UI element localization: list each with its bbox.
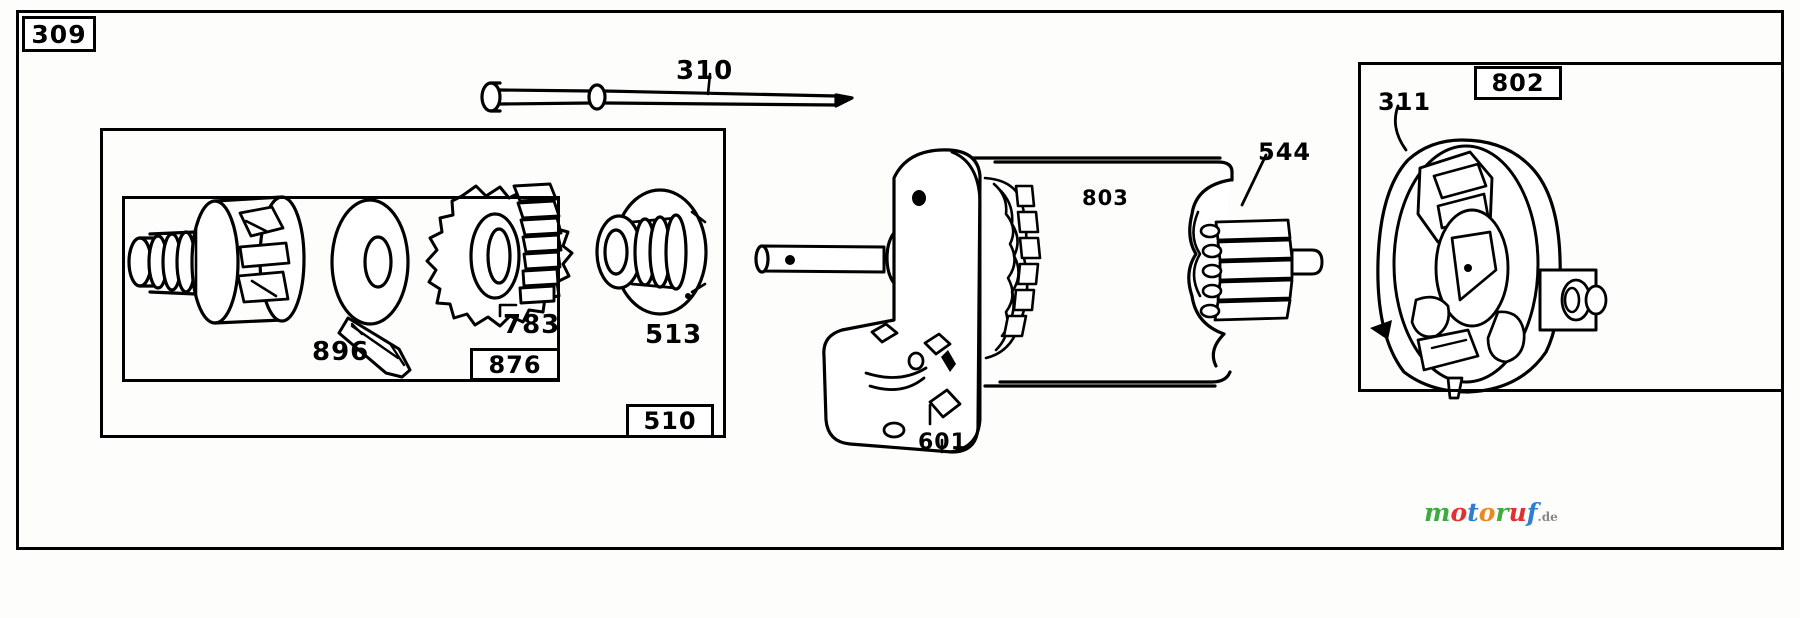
watermark-letter-m: m: [1424, 498, 1451, 527]
reference-box-802: 802: [1474, 66, 1562, 100]
panel-802-frame: [1358, 62, 1784, 392]
callout-310: 310: [676, 56, 734, 86]
reference-box-876: 876: [470, 348, 560, 381]
callout-544: 544: [1258, 138, 1312, 166]
callout-513: 513: [645, 320, 703, 350]
figure-number-box-309: 309: [22, 16, 96, 52]
watermark-letter-u: u: [1508, 498, 1527, 527]
panel-510-frame: [100, 128, 726, 438]
site-watermark: motoruf.de: [1424, 498, 1558, 527]
reference-box-510: 510: [626, 404, 714, 438]
watermark-suffix: .de: [1537, 510, 1558, 524]
callout-803: 803: [1082, 186, 1129, 210]
figure-number-label: 309: [31, 19, 87, 49]
callout-601: 601: [918, 430, 967, 455]
callout-311: 311: [1378, 88, 1432, 116]
reference-876-label: 876: [488, 350, 542, 379]
watermark-letter-o1: o: [1450, 498, 1468, 527]
callout-783: 783: [503, 310, 561, 340]
reference-510-label: 510: [643, 407, 697, 435]
watermark-letter-t: t: [1467, 498, 1479, 527]
panel-876-frame: [122, 196, 560, 382]
watermark-letter-o2: o: [1478, 498, 1496, 527]
watermark-letter-f: f: [1526, 498, 1538, 527]
reference-802-label: 802: [1491, 69, 1545, 97]
callout-896: 896: [312, 337, 370, 367]
watermark-letter-r: r: [1495, 498, 1509, 527]
